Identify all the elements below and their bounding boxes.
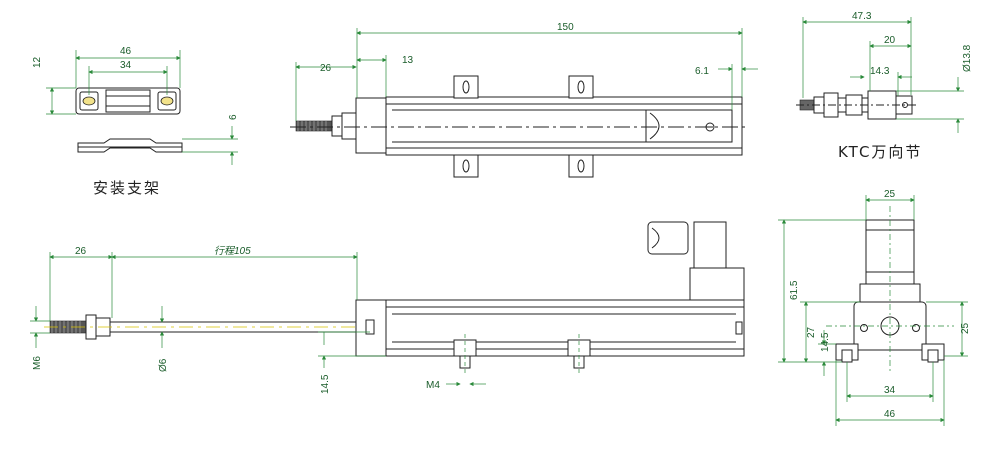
caption-ktc: KTC万向节: [838, 143, 922, 161]
dim-end-34: 34: [884, 385, 896, 396]
dim-side-m6: M6: [32, 356, 43, 370]
dim-top-150: 150: [557, 22, 574, 33]
dim-side-m4: M4: [426, 380, 440, 391]
dim-ktc-14-3: 14.3: [870, 66, 890, 77]
dim-ktc-47-3: 47.3: [852, 11, 872, 22]
caption-bracket: 安装支架: [93, 179, 161, 197]
dim-side-26: 26: [75, 246, 87, 257]
mounting-bracket-view: 46 34 12 6 安装支架: [32, 46, 239, 197]
dim-end-61-5: 61.5: [789, 280, 800, 300]
dim-end-25-top: 25: [884, 189, 896, 200]
dim-side-d6: Ø6: [158, 358, 169, 372]
dim-bracket-6: 6: [228, 114, 239, 120]
dim-bracket-34: 34: [120, 60, 132, 71]
dim-top-6-1: 6.1: [695, 66, 709, 77]
dim-bracket-12: 12: [32, 56, 43, 68]
dim-side-14-5: 14.5: [320, 374, 331, 394]
ktc-joint-view: 47.3 20 14.3 Ø13.8 KTC万向节: [796, 11, 973, 161]
dim-ktc-d13-8: Ø13.8: [962, 44, 973, 72]
dim-ktc-20: 20: [884, 35, 896, 46]
side-view: 26 行程105 M6 Ø6 14.5 M4: [30, 221, 745, 394]
top-view: 150 26 13 6.1: [290, 22, 758, 178]
dim-side-stroke: 行程105: [214, 245, 251, 257]
dim-bracket-46: 46: [120, 46, 132, 57]
dim-end-46: 46: [884, 409, 896, 420]
dim-top-13: 13: [402, 55, 414, 66]
dim-end-27: 27: [806, 326, 817, 338]
dim-end-25-right: 25: [960, 322, 971, 334]
dim-top-26: 26: [320, 63, 332, 74]
end-view: 25 61.5 27 14.5 25 34 46: [778, 189, 971, 426]
dim-end-14-5: 14.5: [820, 332, 831, 352]
